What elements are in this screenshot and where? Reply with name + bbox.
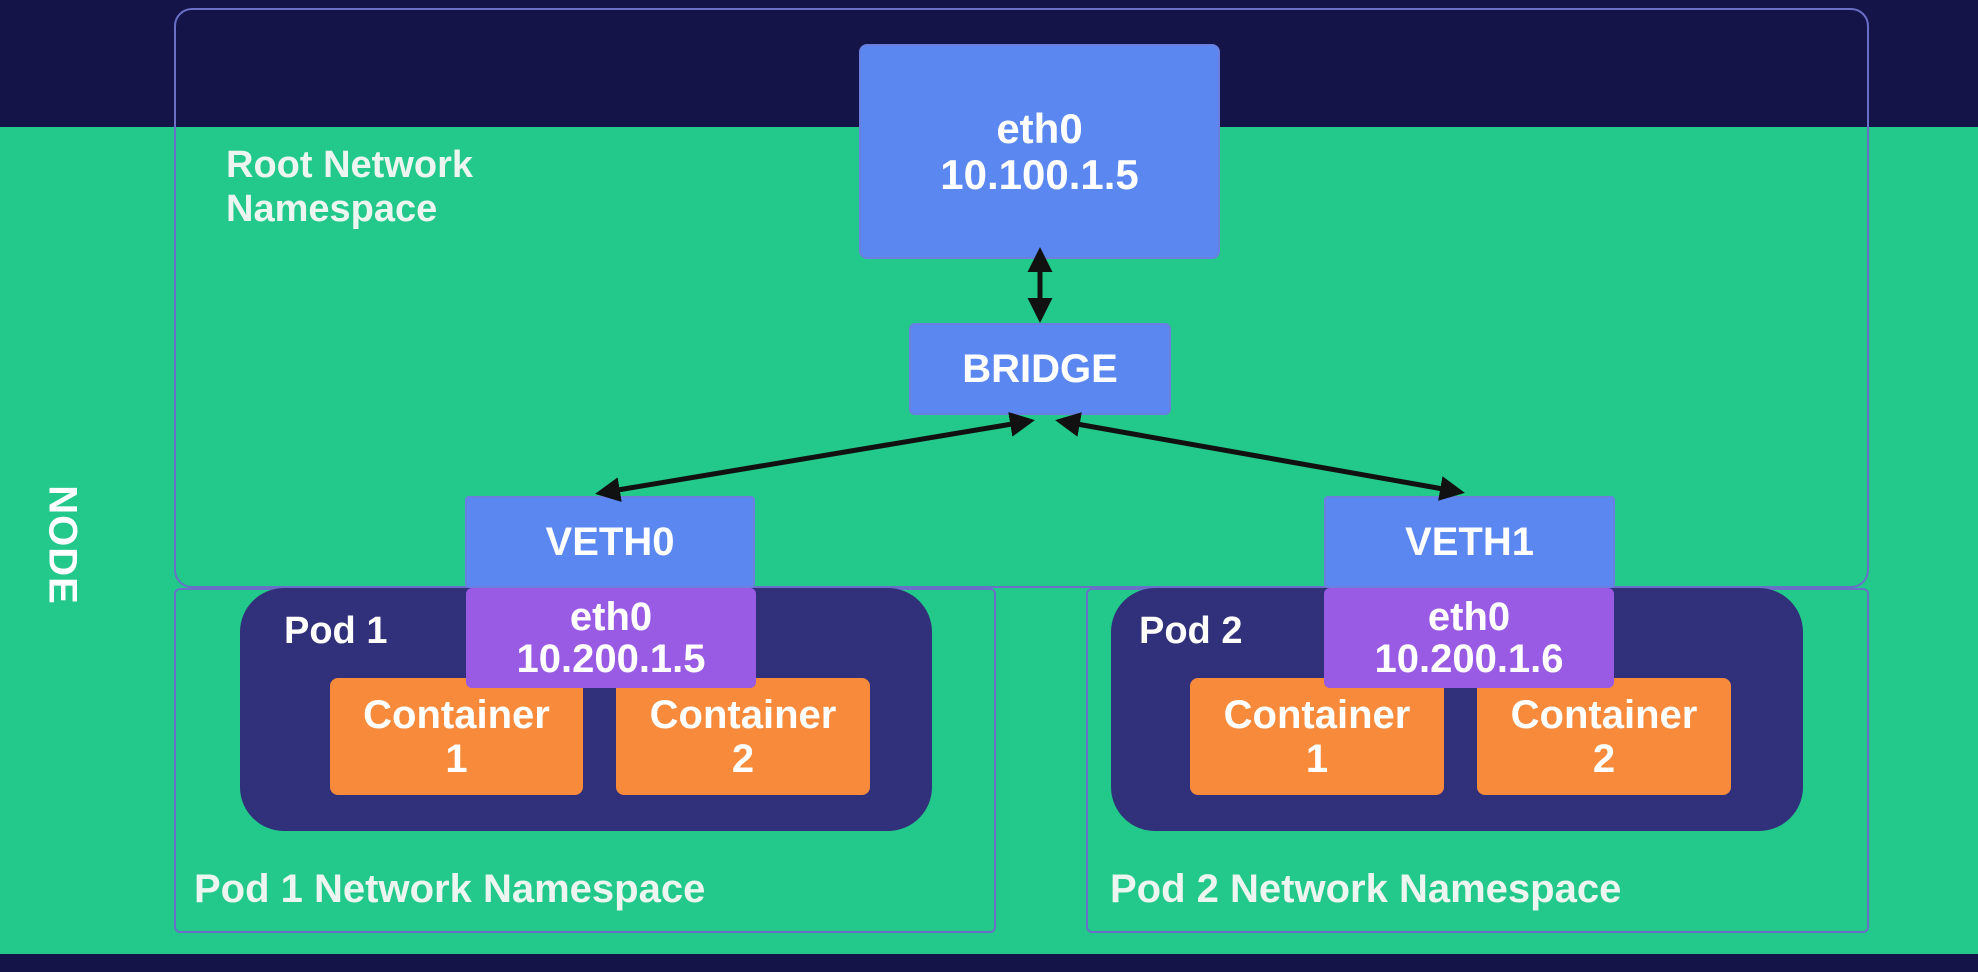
pod2-namespace-label: Pod 2 Network Namespace: [1110, 867, 1622, 911]
pod2-container-2-line2: 2: [1592, 736, 1616, 781]
arrow-bridge-veth0: [595, 411, 1035, 503]
pod2-eth0-name: eth0: [1427, 595, 1511, 639]
root-eth0-name: eth0: [996, 104, 1083, 152]
arrow-bridge-veth1: [1055, 412, 1465, 501]
pod2-eth0-interface: eth0 10.200.1.6: [1324, 588, 1614, 688]
root-namespace-label-line1: Root Network: [226, 144, 473, 186]
veth0-label: VETH0: [545, 519, 675, 564]
veth1-interface: VETH1: [1324, 496, 1615, 588]
pod2-container-1-line2: 1: [1305, 736, 1329, 781]
bridge: BRIDGE: [909, 323, 1171, 415]
pod1-container-2: Container 2: [616, 678, 870, 795]
pod1-container-1-line2: 1: [445, 736, 468, 781]
pod1-eth0-name: eth0: [569, 595, 653, 639]
pod1-eth0-interface: eth0 10.200.1.5: [466, 588, 756, 688]
pod1-container-1: Container 1: [330, 678, 583, 795]
root-namespace-label-line2: Namespace: [226, 188, 438, 230]
pod1-eth0-ip: 10.200.1.5: [516, 637, 706, 681]
pod1-container-2-line1: Container: [649, 692, 837, 737]
pod2-container-2-line1: Container: [1510, 692, 1698, 737]
pod1-container-2-line2: 2: [731, 736, 755, 781]
root-network-namespace: [174, 8, 1869, 588]
pod2-label: Pod 2: [1139, 610, 1243, 652]
root-namespace-label: Root Network Namespace: [226, 143, 473, 231]
pod2-container-1-line1: Container: [1223, 692, 1411, 737]
bridge-label: BRIDGE: [962, 346, 1118, 391]
pod1-namespace-label: Pod 1 Network Namespace: [194, 867, 706, 911]
pod2-container-2: Container 2: [1477, 678, 1731, 795]
veth0-interface: VETH0: [465, 496, 755, 588]
pod2-container-1: Container 1: [1190, 678, 1444, 795]
pod1-container-1-line1: Container: [363, 692, 550, 737]
root-eth0-ip: 10.100.1.5: [940, 150, 1139, 198]
pod1-label: Pod 1: [284, 610, 388, 652]
veth1-label: VETH1: [1405, 519, 1534, 564]
pod2-eth0-ip: 10.200.1.6: [1374, 637, 1564, 681]
root-eth0-interface: eth0 10.100.1.5: [859, 44, 1220, 259]
